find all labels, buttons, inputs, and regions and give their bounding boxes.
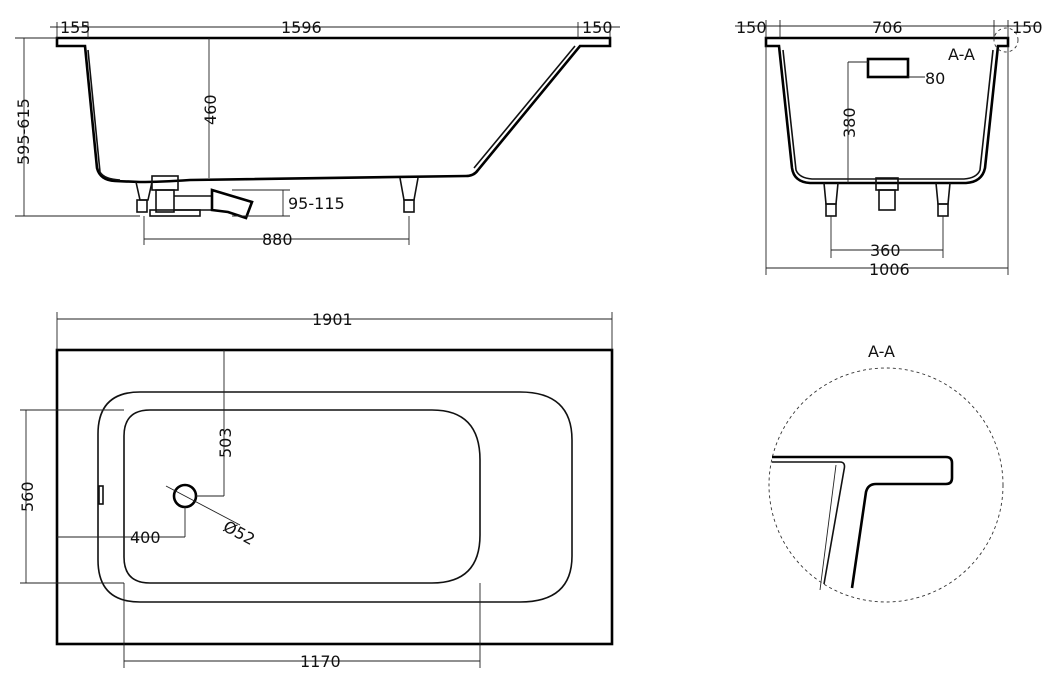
detail-view-circle: [768, 367, 1004, 603]
end-dim-overflow: 80: [925, 69, 945, 88]
top-dim-drain-distance: 400: [130, 528, 161, 547]
side-dim-height: 595-615: [14, 98, 33, 165]
top-view-basin-inner: [123, 409, 481, 584]
end-view-inner-wall: [782, 49, 994, 180]
top-dim-inner-length: 1170: [300, 652, 341, 671]
end-view: A-A 150 706 150 80 380 360 1006: [735, 18, 1043, 279]
side-view-slope-inner: [473, 45, 576, 169]
top-dim-drain-offset: 503: [216, 427, 235, 458]
side-dim-right-rim: 150: [582, 18, 613, 37]
side-dim-left-rim: 155: [60, 18, 91, 37]
side-view-tub-outline: [55, 36, 612, 184]
side-view: 155 1596 150 595-615 460 95-115 880: [14, 18, 620, 249]
end-dim-right-rim: 150: [1012, 18, 1043, 37]
top-view: Ø52 1901 560 503 400 1170: [18, 310, 614, 671]
end-dim-total-width: 1006: [869, 260, 910, 279]
detail-view-rim-section: [772, 455, 954, 589]
side-dim-feet-spacing: 880: [262, 230, 293, 249]
side-dim-drain-height: 95-115: [288, 194, 345, 213]
top-dim-inner-width: 560: [18, 481, 37, 512]
top-dim-total-length: 1901: [312, 310, 353, 329]
end-view-section-marker: A-A: [948, 45, 975, 64]
end-view-overflow: [866, 57, 910, 79]
side-view-foot-right: [399, 177, 419, 213]
top-view-overflow-marker: [98, 485, 104, 505]
end-view-foot-left: [823, 182, 839, 217]
top-view-basin-outer: [97, 391, 573, 603]
end-dim-overflow-height: 380: [840, 107, 859, 138]
end-dim-feet-spacing: 360: [870, 241, 901, 260]
detail-view-title: A-A: [868, 342, 895, 361]
end-view-foot-right: [935, 182, 951, 217]
detail-view: A-A: [768, 342, 1004, 603]
end-view-drain: [875, 177, 899, 211]
end-view-tub-outline: [764, 36, 1010, 185]
top-dim-drain-diameter: Ø52: [220, 517, 258, 549]
end-dim-left-rim: 150: [736, 18, 767, 37]
side-dim-length: 1596: [281, 18, 322, 37]
end-view-detail-marker: [993, 27, 1019, 53]
side-view-foot-left: [135, 181, 153, 213]
end-dim-inner-width: 706: [872, 18, 903, 37]
side-dim-depth: 460: [201, 94, 220, 125]
side-view-drain-assembly: [149, 175, 254, 220]
top-view-outer-rim: [55, 348, 614, 646]
side-view-inner-wall: [87, 49, 121, 181]
detail-view-rim-inner: [772, 461, 846, 585]
